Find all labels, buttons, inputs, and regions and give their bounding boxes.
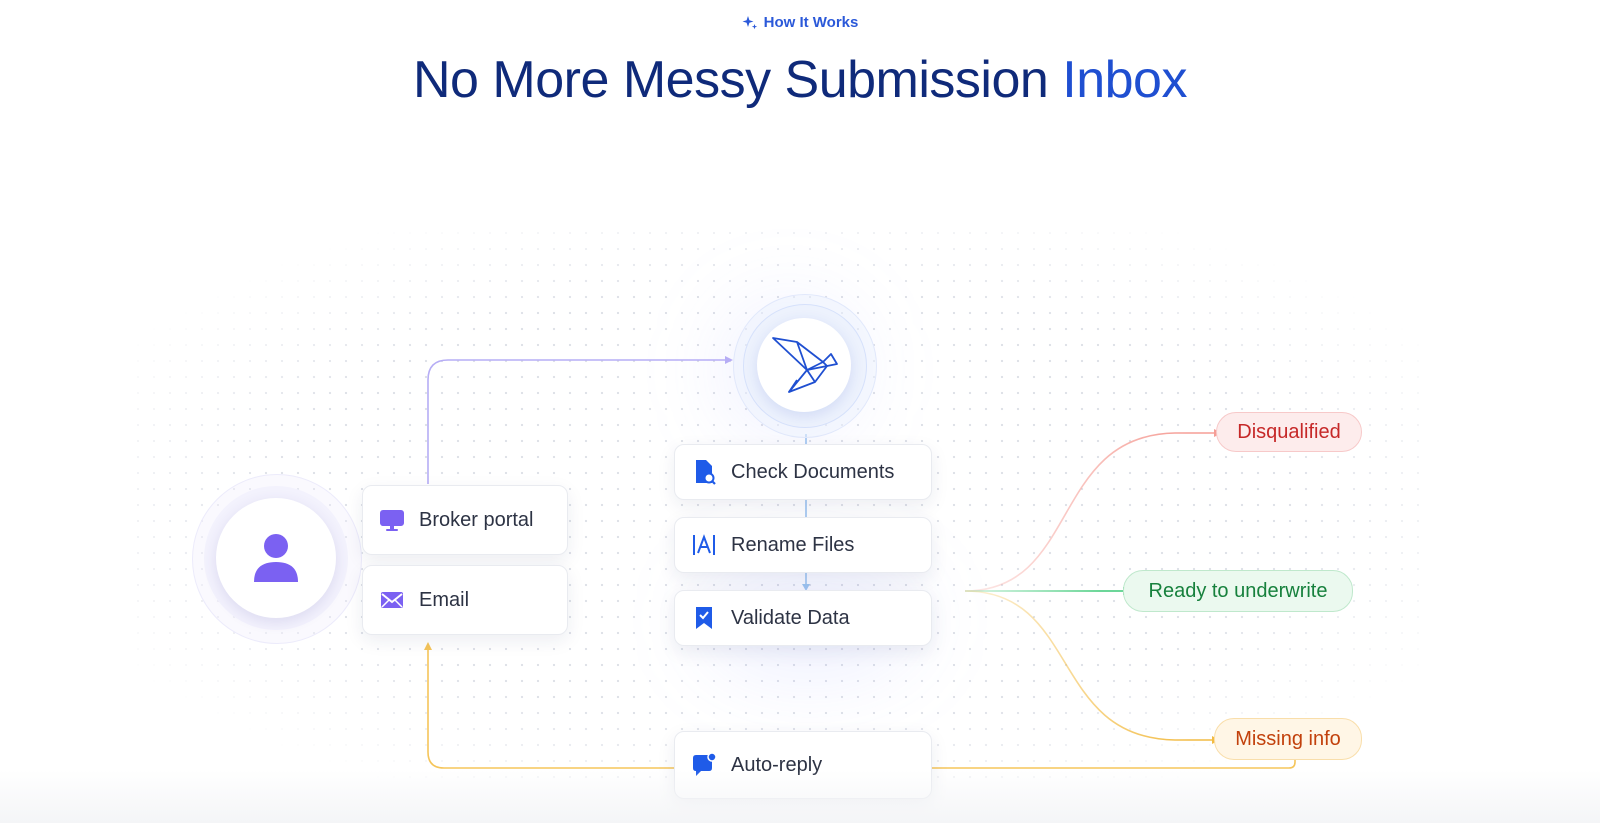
source-card-email[interactable]: Email [362,565,568,635]
origami-bird-logo [772,337,838,393]
step-label: Validate Data [731,606,850,629]
hub-logo [757,318,851,412]
title-main: No More Messy Submission [413,51,1049,109]
wire-missing-to-autoreply [930,760,1296,769]
outcome-ready-to-underwrite: Ready to underwrite [1123,570,1353,612]
arrowhead-hub [725,356,733,364]
step-card-validate-data[interactable]: Validate Data [674,590,932,646]
title-accent: Inbox [1062,51,1187,109]
step-card-rename-files[interactable]: Rename Files [674,517,932,573]
step-card-check-documents[interactable]: Check Documents [674,444,932,500]
step-label: Rename Files [731,533,855,556]
outcome-label: Ready to underwrite [1148,579,1328,602]
outcome-label: Missing info [1235,727,1341,750]
section-eyebrow: How It Works [0,14,1600,31]
eyebrow-text: How It Works [763,14,859,31]
document-search-icon [691,459,717,485]
monitor-icon [379,507,405,533]
outcome-disqualified: Disqualified [1216,412,1362,452]
bottom-fade [0,770,1600,823]
wire-to-disqualified [964,432,1216,592]
avatar [216,498,336,618]
wire-portal-to-hub [427,359,725,484]
source-label: Broker portal [419,508,534,531]
step-label: Check Documents [731,460,895,483]
wire-to-missing [964,590,1214,741]
page-title: No More Messy Submission Inbox [0,50,1600,110]
outcome-missing-info: Missing info [1214,718,1362,760]
source-card-broker-portal[interactable]: Broker portal [362,485,568,555]
arrowhead-email [424,642,432,650]
envelope-icon [379,587,405,613]
arrowhead-step3 [802,584,810,591]
sparkle-icon [742,15,757,29]
user-icon [254,534,298,582]
source-label: Email [419,588,470,611]
bookmark-check-icon [691,605,717,631]
rename-text-icon [691,532,717,558]
wire-autoreply-to-email [427,648,680,769]
outcome-label: Disqualified [1237,420,1341,443]
